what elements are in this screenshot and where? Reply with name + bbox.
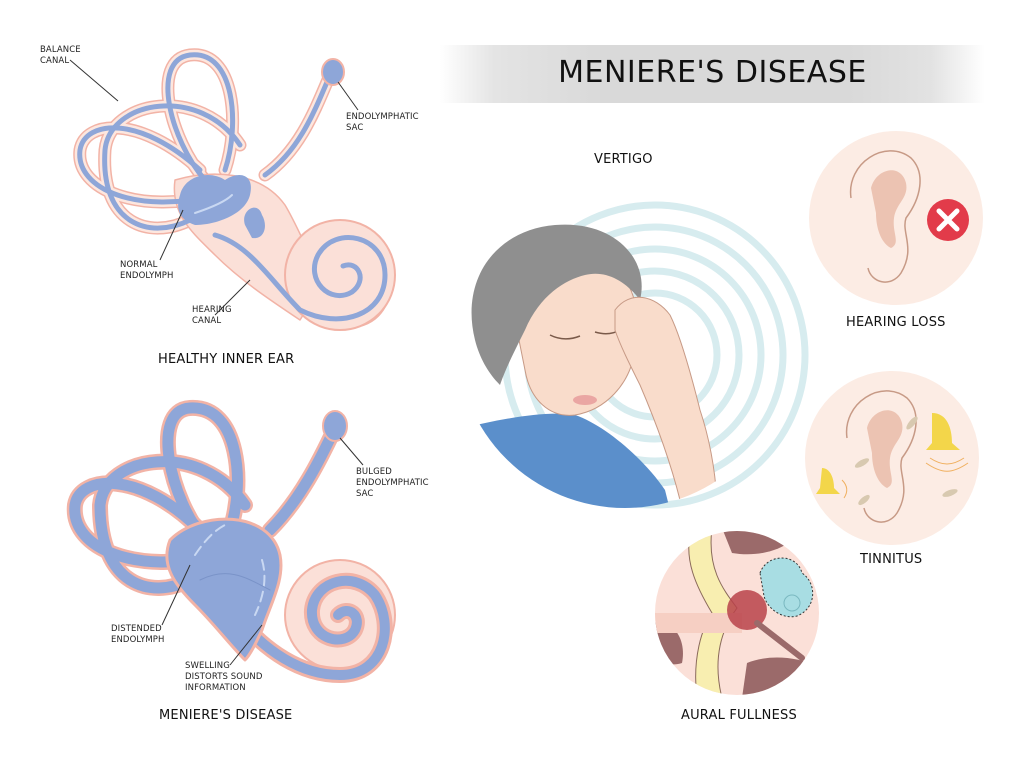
label-line: INFORMATION <box>185 683 246 693</box>
label-line: DISTENDED <box>111 624 162 634</box>
label-line: SAC <box>346 123 364 133</box>
meniere-ear-caption: MENIERE'S DISEASE <box>159 708 293 723</box>
label-endolymphatic-sac: ENDOLYMPHATIC SAC <box>346 112 419 134</box>
label-line: CANAL <box>40 56 70 66</box>
label-line: ENDOLYMPH <box>111 635 165 645</box>
healthy-inner-ear-diagram <box>69 48 396 331</box>
label-bulged-endolymphatic-sac: BULGED ENDOLYMPHATIC SAC <box>356 467 429 500</box>
symptom-label-hearing-loss: HEARING LOSS <box>846 315 946 330</box>
label-line: HEARING <box>192 305 232 315</box>
label-line: ENDOLYMPHATIC <box>356 478 429 488</box>
meniere-inner-ear-diagram <box>66 400 396 683</box>
label-line: CANAL <box>192 316 222 326</box>
healthy-ear-caption: HEALTHY INNER EAR <box>158 352 295 367</box>
label-hearing-canal: HEARING CANAL <box>192 305 232 327</box>
ear-bells-icon <box>805 371 979 545</box>
symptom-label-aural-fullness: AURAL FULLNESS <box>681 708 797 723</box>
label-normal-endolymph: NORMAL ENDOLYMPH <box>120 260 174 282</box>
symptom-label-vertigo: VERTIGO <box>594 152 653 167</box>
ear-cross-section-icon <box>655 531 819 695</box>
label-balance-canal: BALANCE CANAL <box>40 45 81 67</box>
label-line: ENDOLYMPHATIC <box>346 112 419 122</box>
title-banner: MENIERE'S DISEASE <box>440 45 985 103</box>
label-line: BALANCE <box>40 45 81 55</box>
symptom-label-tinnitus: TINNITUS <box>860 552 923 567</box>
label-distended-endolymph: DISTENDED ENDOLYMPH <box>111 624 165 646</box>
ear-x-icon <box>809 131 983 305</box>
label-line: ENDOLYMPH <box>120 271 174 281</box>
label-line: BULGED <box>356 467 392 477</box>
label-line: NORMAL <box>120 260 158 270</box>
label-line: SAC <box>356 489 374 499</box>
label-line: DISTORTS SOUND <box>185 672 263 682</box>
label-line: SWELLING <box>185 661 230 671</box>
label-swelling-distorts-sound: SWELLING DISTORTS SOUND INFORMATION <box>185 661 263 694</box>
dizzy-person-icon <box>457 201 809 509</box>
page-title: MENIERE'S DISEASE <box>558 55 867 90</box>
